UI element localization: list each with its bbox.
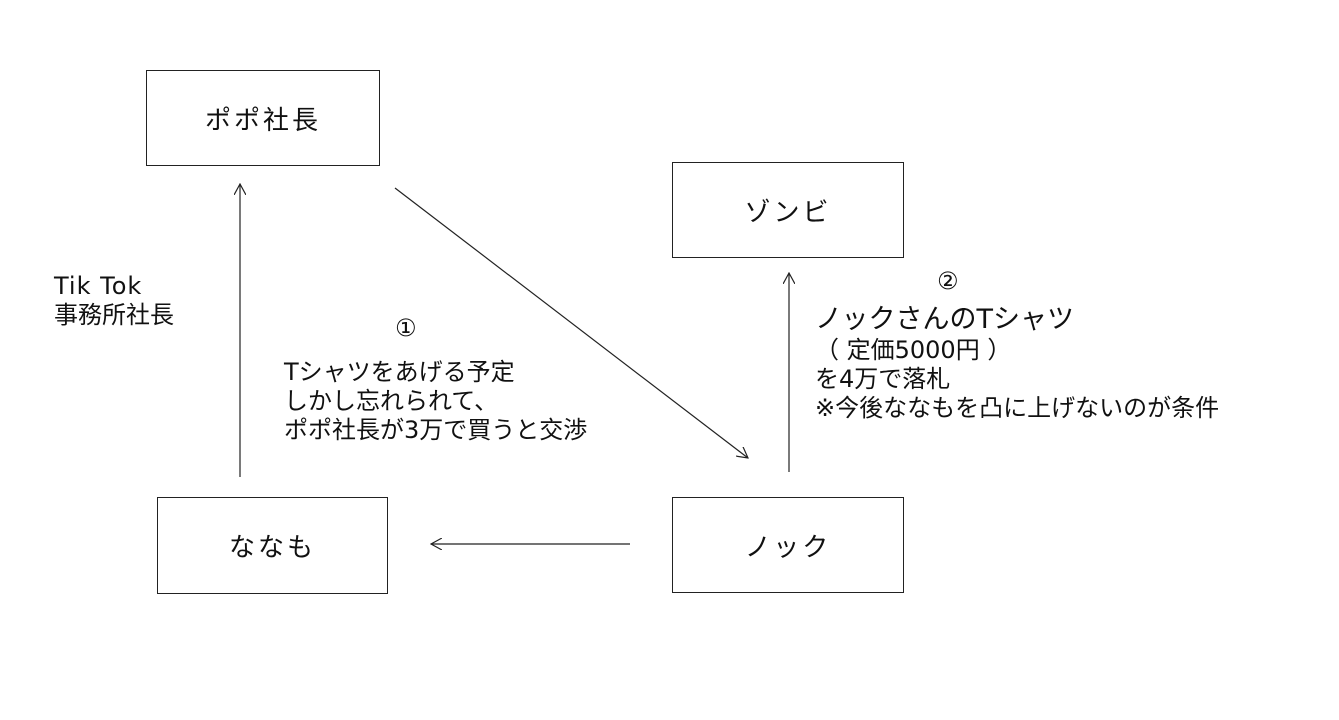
node-nanamo: ななも — [157, 497, 388, 594]
arrow-popo-to-nokku — [394, 187, 748, 458]
step2-text: ノックさんのTシャツ （ 定価5000円 ） を4万で落札 ※今後ななもを凸に上… — [815, 304, 1219, 423]
step2-line: を4万で落札 — [815, 365, 951, 393]
step2-line: ※今後ななもを凸に上げないのが条件 — [815, 394, 1220, 422]
node-popo-president: ポポ社長 — [146, 70, 380, 166]
node-zombie: ゾンビ — [672, 162, 904, 258]
step1-text: Tシャツをあげる予定 しかし忘れられて、 ポポ社長が3万で買うと交渉 — [284, 358, 587, 445]
step2-line: （ 定価5000円 ） — [815, 336, 1012, 364]
step1-line: ポポ社長が3万で買うと交渉 — [284, 416, 588, 444]
step1-line: しかし忘れられて、 — [284, 387, 499, 415]
label-tiktok-line: 事務所社長 — [54, 301, 174, 329]
step1-number: ① — [395, 314, 417, 342]
node-nokku: ノック — [672, 497, 904, 593]
step1-line: Tシャツをあげる予定 — [284, 358, 515, 386]
label-tiktok: Tik Tok 事務所社長 — [54, 272, 174, 330]
label-tiktok-line: Tik Tok — [54, 272, 143, 300]
step2-number: ② — [937, 267, 959, 295]
step2-line: ノックさんのTシャツ — [815, 304, 1074, 335]
